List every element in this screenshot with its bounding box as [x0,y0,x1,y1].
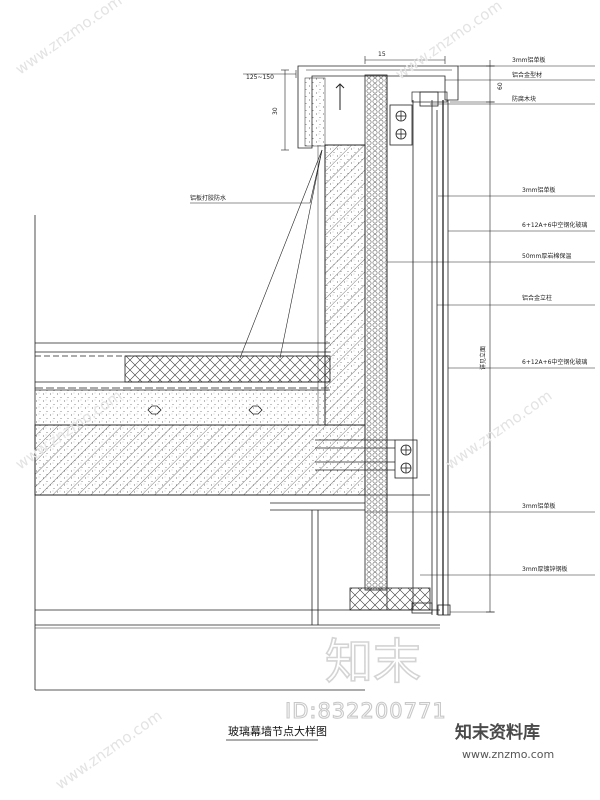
label-wood-block: 防腐木块 [512,95,536,103]
watermark-diagonal-3: www.znzmo.com [392,0,505,83]
label-glass-lower: 6+12A+6中空钢化玻璃 [522,358,587,366]
coping-cap [297,65,459,149]
watermark-id: ID:832200771 [285,699,447,723]
watermark-big: 知末 [325,634,421,690]
dim-left-height: 30 [272,107,279,115]
drawing-title: 玻璃幕墙节点大样图 [228,724,327,738]
dim-left-offset: 125~150 [246,74,274,81]
label-rockwool: 50mm厚岩棉保温 [522,252,571,260]
watermark-diagonal-5: www.znzmo.com [52,706,165,793]
drawing-body [34,56,595,691]
wall-insulation [364,74,388,591]
watermark-brand: 知末资料库 [454,722,540,743]
label-aluminum-panel-mid: 3mm铝单板 [522,186,556,194]
bracket-upper [389,91,439,146]
label-aluminum-panel-top: 3mm铝单板 [512,56,546,64]
roof-insulation [124,355,331,383]
label-aluminum-panel-bottom: 3mm铝单板 [522,502,556,510]
left-leader [190,149,323,359]
watermark-url: www.znzmo.com [462,748,554,761]
curtain-wall-lines [386,75,449,615]
roof-layers [35,342,331,425]
label-glass-upper: 6+12A+6中空钢化玻璃 [522,221,587,229]
base-insulation [349,587,431,611]
watermark-diagonal-1: www.znzmo.com [12,0,125,78]
dimension-lines [243,56,495,613]
label-aluminum-profile: 铝合金型材 [512,71,542,79]
watermark-diagonal-4: www.znzmo.com [442,386,555,473]
dim-right-span: 详见立面 [479,346,487,370]
label-steel-plate: 3mm厚镀锌钢板 [522,565,568,573]
screed-layer [35,390,330,425]
dim-top-width: 15 [378,51,386,58]
right-leaders [365,65,595,576]
roof-slab [34,424,430,496]
label-sealant: 铝板打胶防水 [190,194,226,202]
parapet [317,144,366,426]
bracket-lower [315,439,418,479]
dim-right-top: 60 [497,82,504,90]
label-mullion: 铝合金立柱 [522,294,552,302]
